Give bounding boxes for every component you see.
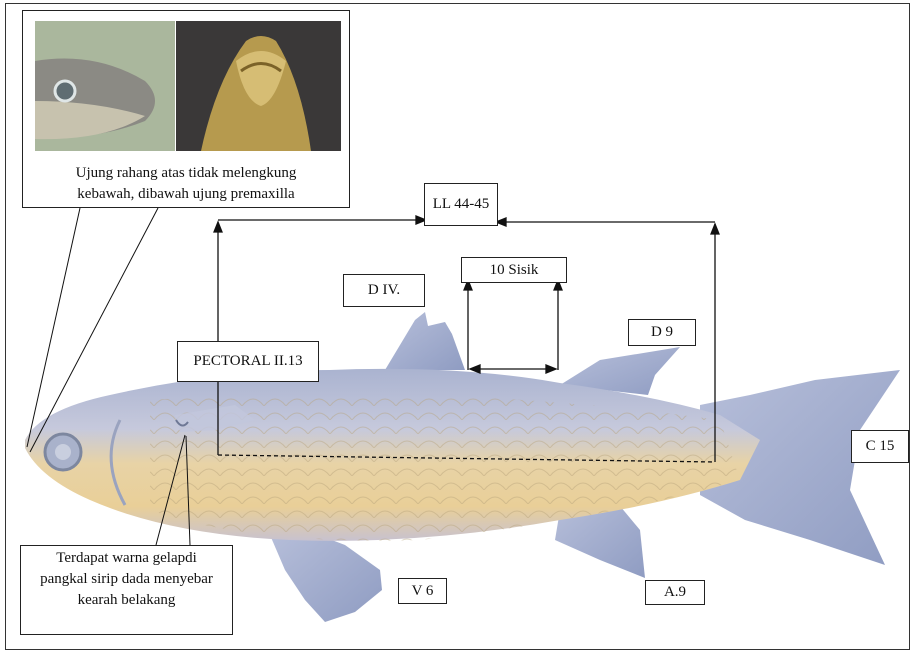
label-first-dorsal: D IV.	[343, 274, 425, 307]
label-caudal: C 15	[851, 430, 909, 463]
jaw-callout: Ujung rahang atas tidak melengkung kebaw…	[22, 10, 350, 208]
label-second-dorsal: D 9	[628, 319, 696, 346]
label-anal: A.9	[645, 580, 705, 605]
first-dorsal-fin	[385, 312, 465, 370]
pectoral-note-line-3: kearah belakang	[21, 590, 232, 611]
fish-head-photo	[35, 21, 175, 151]
label-lateral-line: LL 44-45	[424, 183, 498, 226]
jaw-note-line-2: kebawah, dibawah ujung premaxilla	[23, 184, 349, 205]
jaw-note-line-1: Ujung rahang atas tidak melengkung	[23, 163, 349, 184]
label-scale-rows: 10 Sisik	[461, 257, 567, 283]
scale-count-bracket	[464, 280, 562, 373]
pectoral-note-line-1: Terdapat warna gelapdi	[21, 548, 232, 569]
pectoral-note-line-2: pangkal sirip dada menyebar	[21, 569, 232, 590]
ventral-fin	[270, 528, 382, 622]
label-pectoral: PECTORAL II.13	[177, 341, 319, 382]
pectoral-note-callout: Terdapat warna gelapdi pangkal sirip dad…	[20, 545, 233, 635]
label-ventral: V 6	[398, 578, 447, 604]
fish-mouth-photo	[176, 21, 341, 151]
